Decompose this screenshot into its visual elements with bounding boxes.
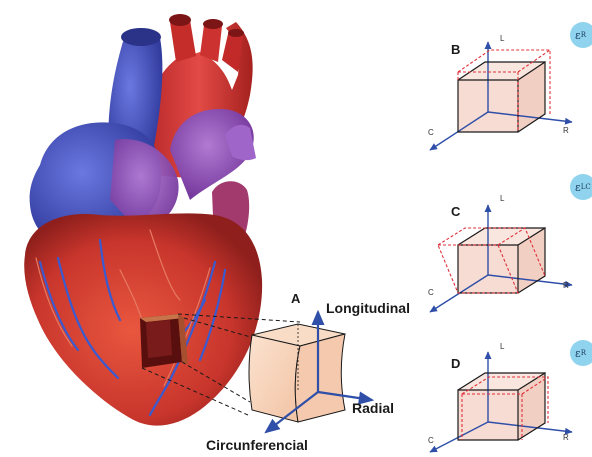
axis-label-l-d: L bbox=[500, 342, 504, 351]
panel-label-d: D bbox=[451, 356, 460, 371]
panel-label-b: B bbox=[451, 42, 460, 57]
axis-label-l-c: L bbox=[500, 194, 504, 203]
axis-label-l-b: L bbox=[500, 34, 504, 43]
axis-label-longitudinal: Longitudinal bbox=[326, 300, 410, 316]
panel-label-c: C bbox=[451, 204, 460, 219]
panel-label-a: A bbox=[291, 291, 300, 306]
heart-illustration bbox=[24, 14, 262, 426]
axis-label-r-d: R bbox=[563, 433, 569, 442]
panel-b-cube bbox=[430, 42, 572, 150]
strain-subscript: R bbox=[581, 31, 586, 39]
axis-label-c-d: C bbox=[428, 436, 434, 445]
panel-c-cube bbox=[430, 205, 572, 312]
strain-subscript: LC bbox=[581, 183, 591, 191]
axis-label-c-c: C bbox=[428, 288, 434, 297]
axis-label-r-b: R bbox=[563, 126, 569, 135]
axis-label-c-b: C bbox=[428, 128, 434, 137]
axis-label-radial: Radial bbox=[352, 400, 394, 416]
strain-subscript: R bbox=[581, 349, 586, 357]
axis-label-r-c: R bbox=[563, 281, 569, 290]
axis-label-circumferential: Circunferencial bbox=[206, 437, 308, 453]
